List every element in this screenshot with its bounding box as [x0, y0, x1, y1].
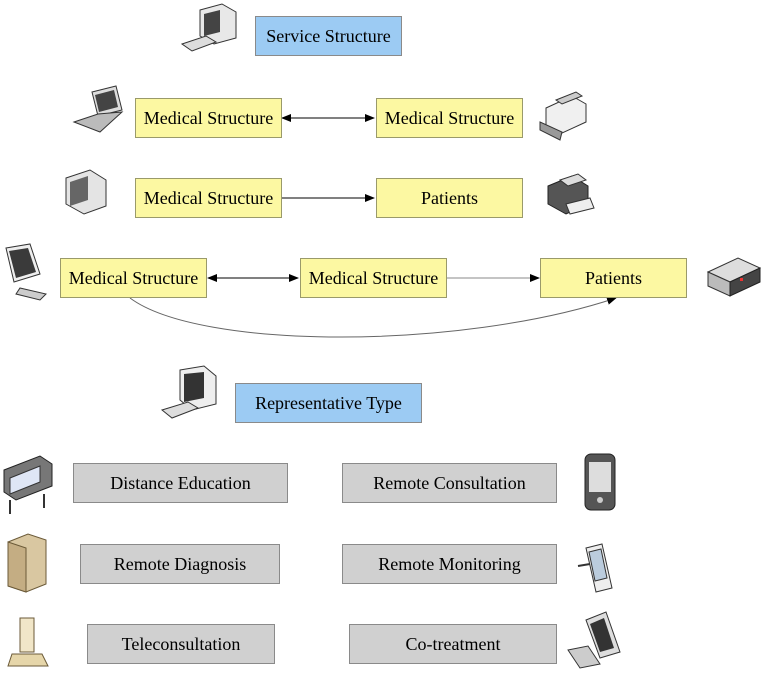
node-medical-structure-r1-right: Medical Structure — [376, 98, 523, 138]
type-remote-monitoring: Remote Monitoring — [342, 544, 557, 584]
type-remote-diagnosis: Remote Diagnosis — [80, 544, 280, 584]
node-patients-r2: Patients — [376, 178, 523, 218]
lcd-monitor-icon — [5, 243, 47, 301]
type-remote-consultation: Remote Consultation — [342, 463, 557, 503]
antenna-tower-icon — [7, 617, 49, 667]
printer-icon — [539, 91, 587, 141]
server-rack-icon — [706, 257, 762, 297]
desktop-computer-icon — [180, 3, 237, 52]
handheld-device-icon — [577, 543, 613, 593]
curved-arrow-row3 — [129, 297, 617, 338]
type-co-treatment: Co-treatment — [349, 624, 557, 664]
node-medical-structure-r1-left: Medical Structure — [135, 98, 282, 138]
node-medical-structure-r2: Medical Structure — [135, 178, 282, 218]
crt-monitor-icon — [65, 169, 107, 215]
laptop-icon — [72, 85, 124, 133]
tower-server-icon — [7, 533, 47, 593]
type-teleconsultation: Teleconsultation — [87, 624, 275, 664]
laser-printer-icon — [547, 173, 595, 215]
tablet-terminal-icon — [567, 611, 621, 669]
representative-type-header: Representative Type — [235, 383, 422, 423]
plotter-icon — [3, 455, 53, 514]
node-medical-structure-r3-left: Medical Structure — [60, 258, 207, 298]
type-distance-education: Distance Education — [73, 463, 288, 503]
smartphone-icon — [584, 453, 616, 511]
desktop-computer-icon-2 — [160, 365, 217, 419]
node-patients-r3: Patients — [540, 258, 687, 298]
service-structure-header: Service Structure — [255, 16, 402, 56]
node-medical-structure-r3-middle: Medical Structure — [300, 258, 447, 298]
